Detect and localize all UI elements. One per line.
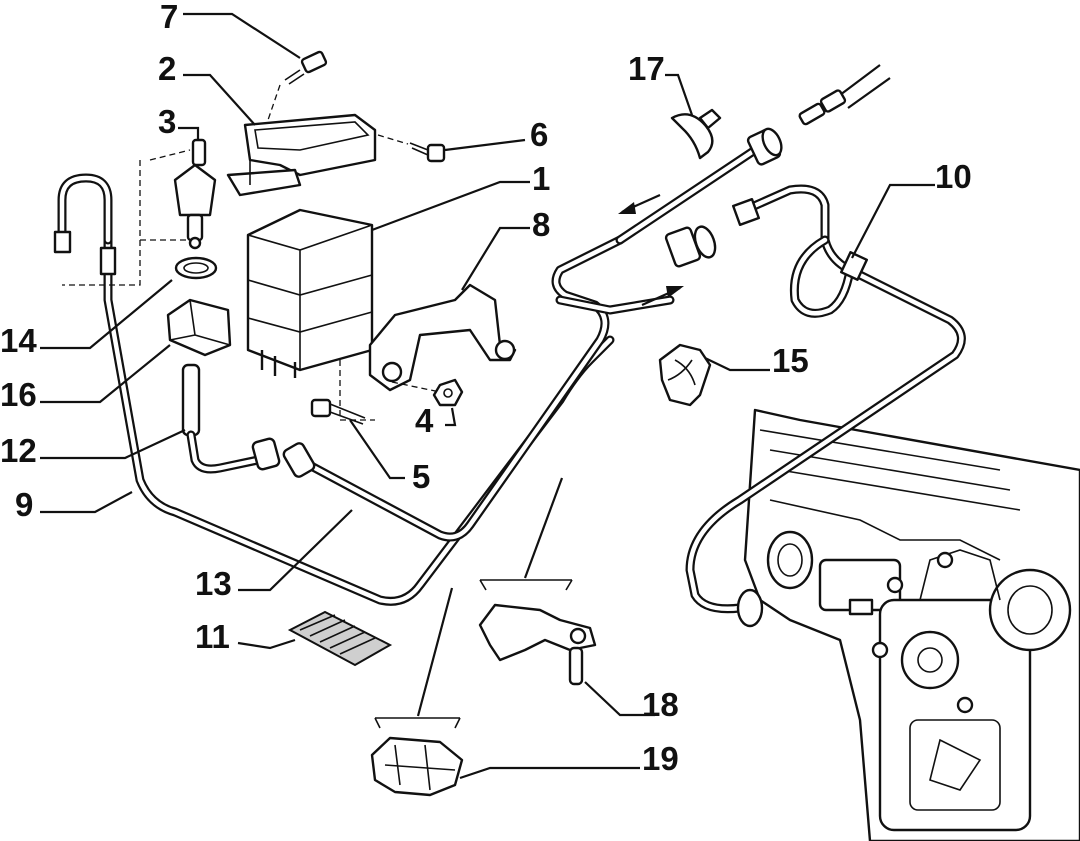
callout-15: 15 — [772, 342, 809, 379]
nut-4 — [432, 378, 464, 407]
callout-2: 2 — [158, 50, 176, 87]
clip-15 — [658, 343, 712, 407]
callout-6: 6 — [530, 116, 548, 153]
callout-11: 11 — [195, 618, 230, 655]
bolt-6 — [377, 134, 446, 163]
callout-3: 3 — [158, 103, 176, 140]
carbon-canister-1 — [246, 208, 374, 378]
callout-16: 16 — [0, 376, 37, 413]
holder-16 — [166, 298, 232, 357]
pad-11 — [287, 610, 393, 667]
leader-lines — [40, 12, 935, 780]
bracket-8 — [339, 283, 517, 421]
clip-19 — [370, 717, 464, 797]
callout-19: 19 — [642, 740, 679, 777]
fuel-vapour-pipe-10 — [685, 184, 966, 628]
callout-14: 14 — [0, 322, 37, 359]
callout-13: 13 — [195, 565, 232, 602]
hose-12 — [181, 363, 316, 478]
callout-8: 8 — [532, 206, 550, 243]
callout-9: 9 — [15, 486, 33, 523]
callout-5: 5 — [412, 458, 430, 495]
callout-12: 12 — [0, 432, 37, 469]
fuel-line-upper — [615, 64, 891, 307]
callout-labels: 7 2 3 6 1 8 14 16 12 9 4 5 13 11 17 10 1… — [0, 0, 972, 777]
bolt-7 — [267, 50, 328, 121]
callout-1: 1 — [532, 160, 550, 197]
valve-3 — [62, 138, 217, 286]
clip-17 — [670, 108, 722, 160]
fuel-vapour-pipe-13 — [295, 235, 675, 542]
callout-17: 17 — [628, 50, 665, 87]
hose-clamp-14 — [174, 256, 218, 280]
bracket-2 — [226, 113, 377, 197]
callout-4: 4 — [415, 402, 434, 439]
callout-7: 7 — [160, 0, 178, 35]
callout-10: 10 — [935, 158, 972, 195]
bolt-5 — [310, 398, 366, 425]
engine-intake-manifold — [743, 408, 1080, 841]
callout-18: 18 — [642, 686, 679, 723]
clip-18 — [478, 579, 597, 686]
